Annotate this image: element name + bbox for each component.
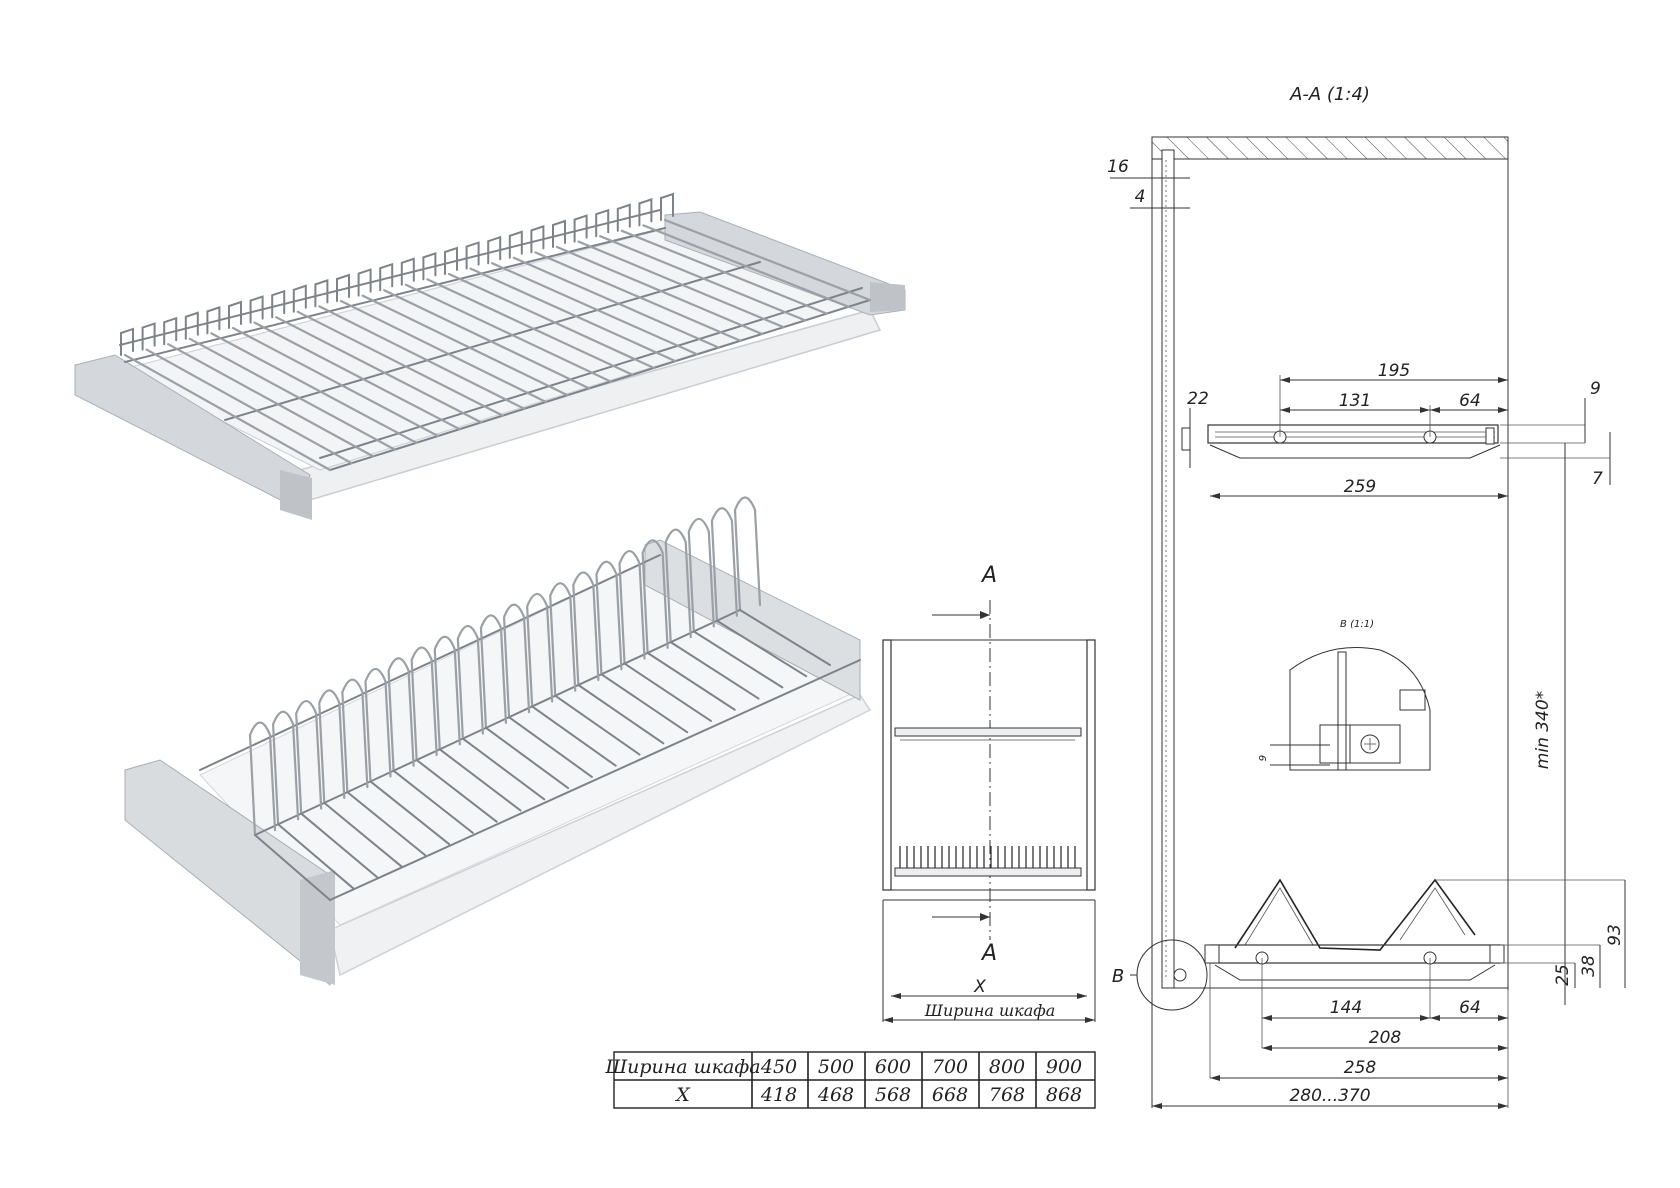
section-title: А-А (1:4) <box>1289 84 1370 105</box>
dim-25: 25 <box>1553 964 1573 986</box>
table-cell-x: 668 <box>932 1084 968 1106</box>
table-header-x: X <box>674 1084 691 1106</box>
detail-marker: В <box>1112 966 1124 987</box>
cabinet-width-label: Ширина шкафа <box>924 1001 1056 1020</box>
table-cell-width: 500 <box>818 1056 854 1078</box>
dim-258: 258 <box>1344 1058 1377 1078</box>
dim-9-detail: 9 <box>1258 755 1269 761</box>
dim-min-340: min 340* <box>1533 691 1553 769</box>
table-cell-x: 868 <box>1046 1084 1082 1106</box>
table-cell-width: 450 <box>760 1056 797 1078</box>
table-header-cabinet-width: Ширина шкафа <box>604 1056 760 1078</box>
section-marker-bottom: А <box>980 941 997 966</box>
render-flat-rack <box>74 192 906 520</box>
dim-9-top: 9 <box>1590 379 1601 399</box>
render-plate-rack <box>124 496 872 987</box>
front-view-plate-fingers <box>899 846 1076 868</box>
section-view: А-А (1:4) 16 4 22 <box>1107 84 1626 1109</box>
table-cell-width: 600 <box>875 1056 911 1078</box>
table-cell-width: 900 <box>1046 1056 1082 1078</box>
flat-rack-cross-wires <box>120 192 872 472</box>
dim-131: 131 <box>1339 391 1371 411</box>
detail-title: В (1:1) <box>1340 619 1374 630</box>
dim-64-bottom: 64 <box>1459 998 1481 1018</box>
dim-144: 144 <box>1330 998 1362 1018</box>
detail-b-view: В (1:1) 9 <box>1258 619 1431 771</box>
dim-38: 38 <box>1579 955 1599 977</box>
front-view: А А X Ширина шкафа <box>882 563 1096 1023</box>
dim-208: 208 <box>1369 1028 1402 1048</box>
dim-7: 7 <box>1592 469 1603 489</box>
dim-195: 195 <box>1378 361 1410 381</box>
dim-64-top: 64 <box>1459 391 1481 411</box>
dim-280-370: 280...370 <box>1289 1086 1370 1106</box>
dim-259: 259 <box>1344 477 1376 497</box>
dim-4: 4 <box>1135 187 1146 207</box>
size-table: Ширина шкафа X 450 500 600 700 800 900 4… <box>604 1051 1096 1109</box>
dim-22: 22 <box>1187 389 1209 409</box>
section-upper-shelf <box>1181 424 1501 459</box>
table-cell-width: 700 <box>932 1056 968 1078</box>
table-cell-width: 800 <box>989 1056 1025 1078</box>
section-lower-rack <box>1173 878 1505 982</box>
table-cell-x: 768 <box>989 1084 1025 1106</box>
table-cell-x: 468 <box>817 1084 854 1106</box>
table-cell-x: 418 <box>760 1084 797 1106</box>
section-marker-top: А <box>980 563 997 588</box>
plate-rack-fingers <box>248 496 831 901</box>
x-dimension-label: X <box>973 977 986 997</box>
dim-16: 16 <box>1107 157 1129 177</box>
table-cell-x: 568 <box>875 1084 911 1106</box>
dim-93: 93 <box>1605 924 1625 946</box>
